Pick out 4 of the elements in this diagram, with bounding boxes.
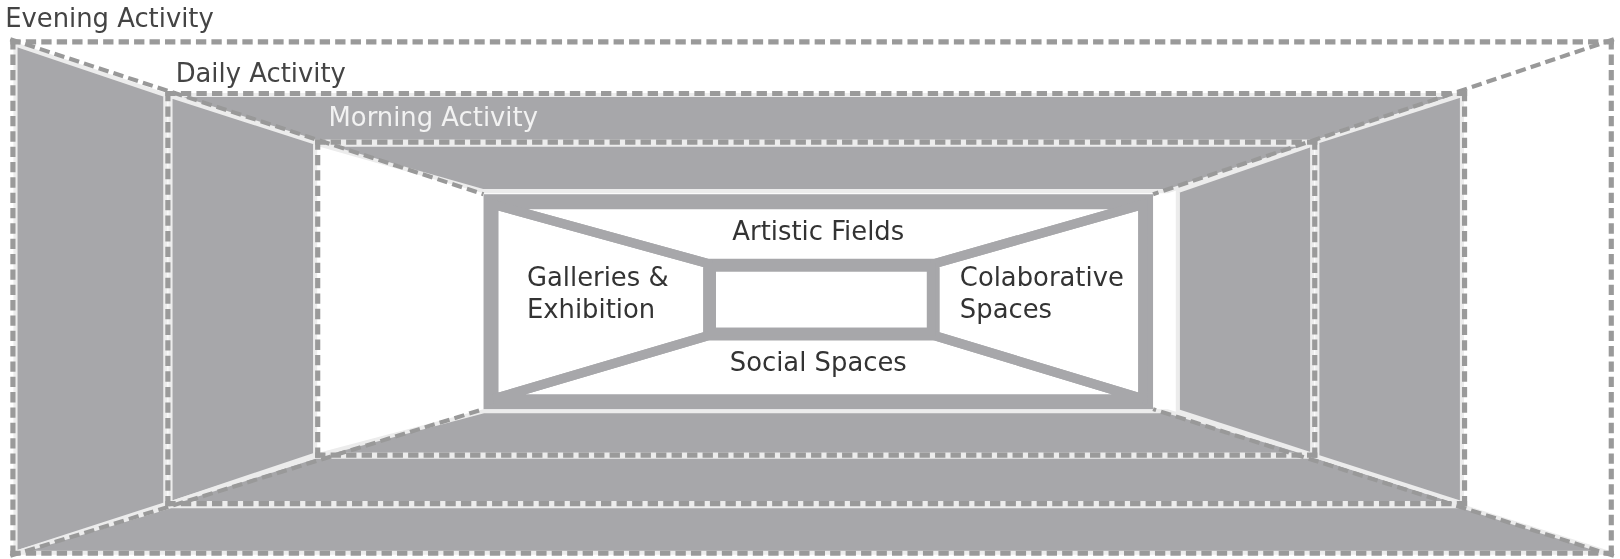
zone-heading: Evening Activity bbox=[5, 2, 214, 35]
panel-label: Galleries & Exhibition bbox=[526, 261, 670, 326]
zone-heading: Daily Activity bbox=[175, 56, 346, 90]
zone-heading: Morning Activity bbox=[328, 101, 538, 134]
